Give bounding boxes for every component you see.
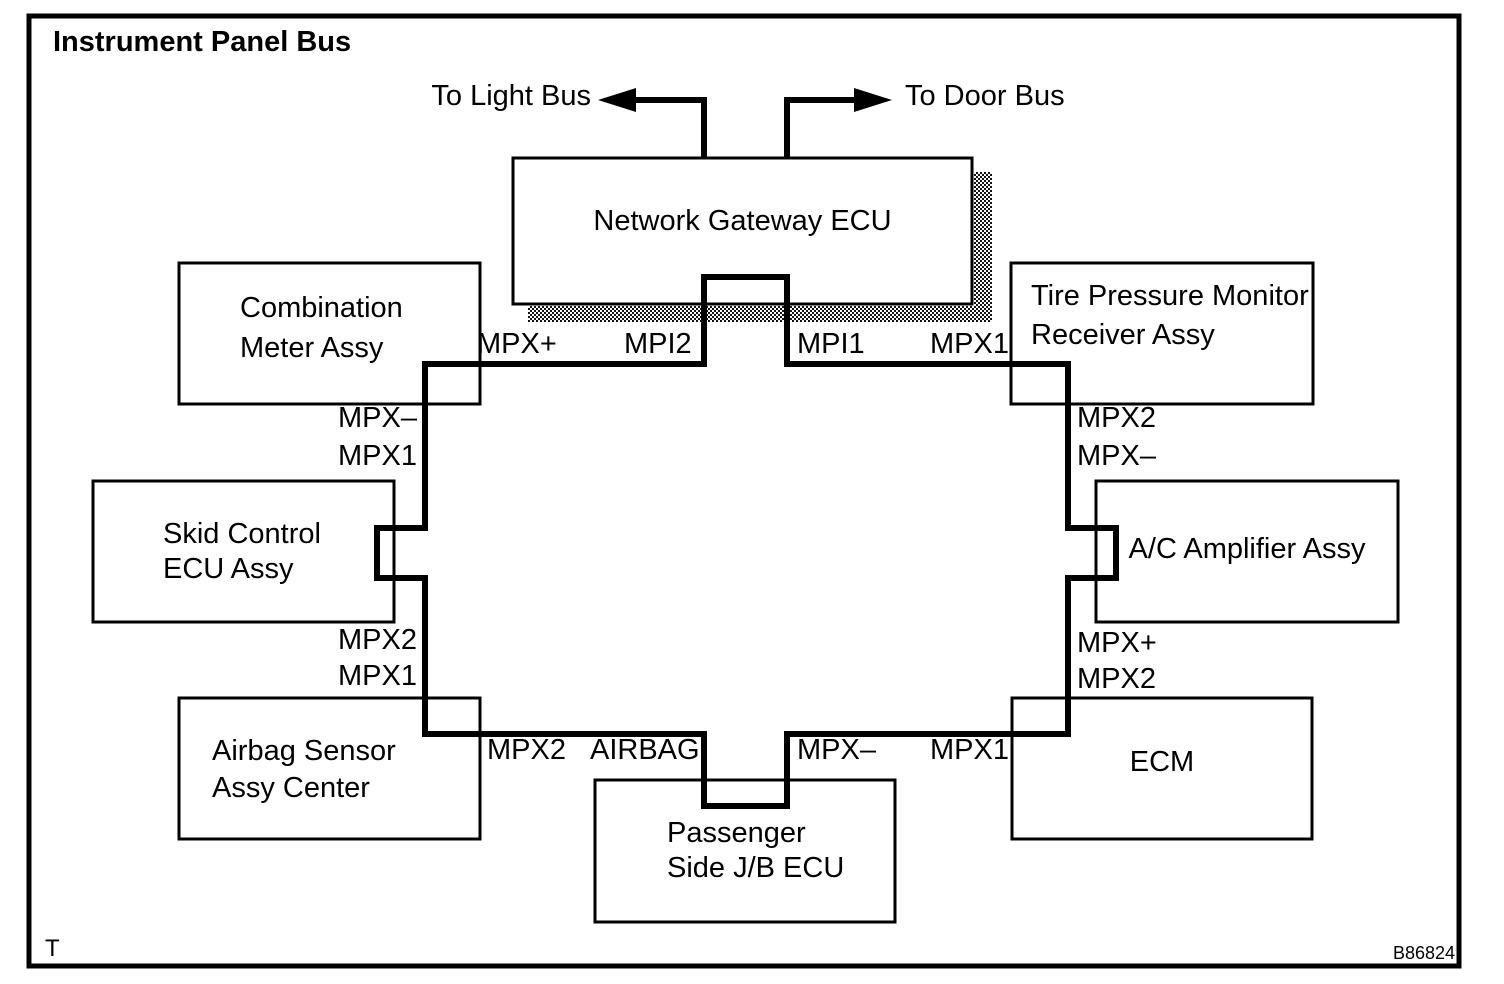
ecm-label: ECM — [1129, 746, 1195, 778]
gateway-shadow-bottom — [528, 306, 992, 322]
passenger-jb-label-line1: Passenger — [667, 817, 806, 849]
pin-label-mpx-plus-right: MPX+ — [1077, 627, 1157, 659]
pin-label-mpi1: MPI1 — [797, 328, 865, 360]
door-bus-arrowhead — [854, 88, 892, 112]
light-bus-arrowhead — [598, 88, 636, 112]
pin-label-mpi2: MPI2 — [624, 328, 692, 360]
skid-control-label-line2: ECU Assy — [163, 553, 294, 585]
airbag-sensor-label-line2: Assy Center — [212, 772, 370, 804]
skid-control-box — [91, 479, 396, 624]
tire-pressure-monitor-label-line2: Receiver Assy — [1031, 319, 1215, 351]
corner-mark-t: T — [45, 935, 60, 962]
pin-label-airbag: AIRBAG — [590, 734, 700, 766]
tire-pressure-monitor-label: Tire Pressure Monitor Receiver Assy — [1031, 277, 1309, 355]
combination-meter-box — [177, 261, 482, 406]
bus-ring-line — [374, 274, 1119, 809]
figure-code: B86824 — [1392, 943, 1455, 963]
passenger-jb-label: Passenger Side J/B ECU — [667, 816, 844, 886]
pin-label-mpx-minus-left: MPX– — [338, 402, 417, 434]
page-title: Instrument Panel Bus — [53, 26, 352, 58]
light-bus-line — [634, 97, 707, 158]
door-bus-line — [784, 97, 856, 158]
airbag-sensor-box — [177, 696, 482, 841]
pin-label-mpx1-top: MPX1 — [930, 328, 1009, 360]
ac-amplifier-label: A/C Amplifier Assy — [1128, 533, 1366, 565]
pin-label-mpx2-left: MPX2 — [338, 624, 417, 656]
pin-label-mpx-minus-bottom: MPX– — [797, 734, 876, 766]
skid-control-label: Skid Control ECU Assy — [163, 517, 321, 587]
pin-label-mpx1-bottom: MPX1 — [930, 734, 1009, 766]
ac-amplifier-box — [1094, 479, 1400, 624]
pin-label-mpx2-right-upper: MPX2 — [1077, 402, 1156, 434]
passenger-jb-box — [593, 778, 897, 924]
pin-label-mpx1-left-lower: MPX1 — [338, 660, 417, 692]
gateway-shadow-right — [974, 172, 992, 322]
airbag-sensor-label-line1: Airbag Sensor — [212, 735, 396, 767]
pin-label-mpx-minus-right: MPX– — [1077, 440, 1156, 472]
combination-meter-label-line1: Combination — [240, 292, 403, 324]
airbag-sensor-label: Airbag Sensor Assy Center — [212, 733, 396, 807]
gateway-label: Network Gateway ECU — [593, 205, 892, 237]
skid-control-label-line1: Skid Control — [163, 518, 321, 550]
combination-meter-label: Combination Meter Assy — [240, 288, 403, 368]
diagram-border — [26, 13, 1462, 969]
pin-label-mpx2-bottom: MPX2 — [487, 734, 566, 766]
to-light-bus-label: To Light Bus — [431, 80, 591, 112]
to-door-bus-label: To Door Bus — [905, 80, 1065, 112]
combination-meter-label-line2: Meter Assy — [240, 332, 384, 364]
pin-label-mpx-plus-top: MPX+ — [477, 328, 557, 360]
pin-label-mpx2-right-lower: MPX2 — [1077, 663, 1156, 695]
tire-pressure-monitor-label-line1: Tire Pressure Monitor — [1031, 280, 1309, 312]
ecm-box — [1010, 696, 1314, 841]
pin-label-mpx1-left-upper: MPX1 — [338, 440, 417, 472]
tire-pressure-monitor-box — [1009, 261, 1315, 406]
passenger-jb-label-line2: Side J/B ECU — [667, 852, 845, 884]
